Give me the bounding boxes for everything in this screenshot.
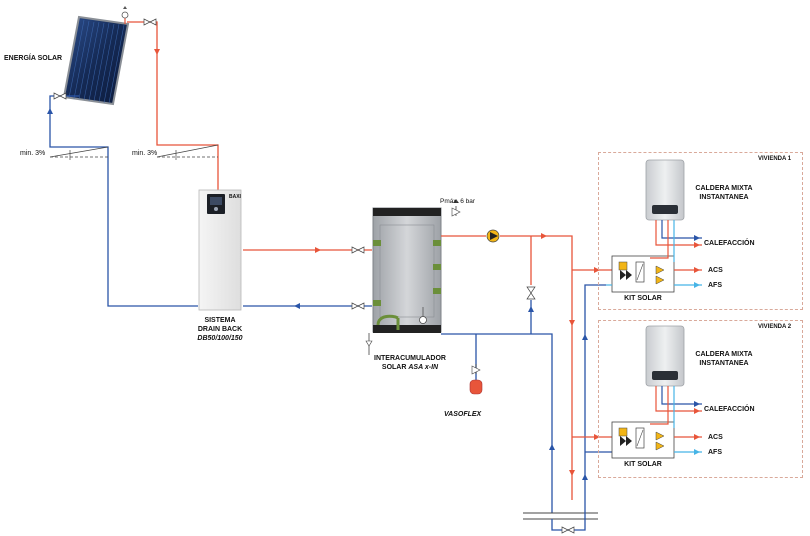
dhw-riser-hot (500, 235, 573, 500)
expansion-vessel (469, 364, 483, 395)
dwelling-2-zone (598, 320, 803, 478)
air-vent-icon (121, 6, 129, 24)
solar-energy-label: ENERGÍA SOLAR (4, 55, 63, 62)
drain-valve-icon (365, 333, 373, 355)
solar-kit-label-2: KIT SOLAR (624, 461, 662, 468)
heating-label-2: CALEFACCIÓN (704, 406, 755, 413)
cold-water-label-1: AFS (708, 282, 722, 289)
solar-storage-tank (372, 207, 442, 333)
boiler-2-label-line1: CALDERA MIXTA (695, 351, 753, 358)
dwelling-1-title: VIVIENDA 1 (758, 156, 792, 162)
storage-tank-label-prefix: SOLAR (381, 364, 409, 371)
dhw-label-1: ACS (708, 267, 723, 274)
storage-tank-label: INTERACUMULADOR SOLAR ASA x-IN (360, 354, 460, 372)
boiler-2-label-line2: INSTANTANEA (699, 360, 749, 367)
boiler-1-label: CALDERA MIXTA INSTANTANEA (684, 184, 764, 202)
valve-icon (351, 246, 365, 254)
slope-label-right: min. 3% (132, 150, 158, 157)
flow-arrow-icon (47, 108, 53, 114)
valve-icon (143, 18, 157, 26)
dhw-riser-return (441, 333, 553, 513)
storage-tank-label-line1: INTERACUMULADOR (374, 355, 446, 362)
check-valve-icon (526, 286, 536, 300)
solar-kit-dwelling-1 (611, 255, 675, 293)
circulator-pump-icon (486, 229, 500, 243)
dhw-label-2: ACS (708, 434, 723, 441)
expansion-vessel-label: VASOFLEX (444, 411, 482, 418)
drain-back-label-line3: DB50/100/150 (197, 335, 243, 342)
slope-label-left: min. 3% (20, 150, 46, 157)
solar-panel (62, 15, 130, 106)
brand-logo: BAXI (229, 194, 241, 200)
solar-flow-pipe (127, 21, 219, 190)
storage-tank-label-model: ASA x-IN (408, 364, 439, 371)
boiler-dwelling-2 (645, 325, 685, 387)
solar-kit-label-1: KIT SOLAR (624, 295, 662, 302)
dwelling-2-title: VIVIENDA 2 (758, 324, 792, 330)
boiler-dwelling-1 (645, 159, 685, 221)
cold-water-label-2: AFS (708, 449, 722, 456)
drain-back-label: SISTEMA DRAIN BACK DB50/100/150 (180, 316, 260, 343)
drain-back-label-line2: DRAIN BACK (197, 326, 243, 333)
drain-back-label-line1: SISTEMA (204, 317, 236, 324)
boiler-1-label-line2: INSTANTANEA (699, 194, 749, 201)
drain-back-unit (198, 189, 242, 311)
dwelling-1-zone (598, 152, 803, 310)
flow-arrow-icon (154, 49, 160, 55)
heating-label-1: CALEFACCIÓN (704, 240, 755, 247)
valve-icon (561, 526, 575, 534)
solar-kit-dwelling-2 (611, 421, 675, 459)
boiler-1-label-line1: CALDERA MIXTA (695, 185, 753, 192)
valve-icon (351, 302, 365, 310)
solar-return-pipe (49, 95, 198, 307)
valve-icon (53, 92, 67, 100)
boiler-2-label: CALDERA MIXTA INSTANTANEA (684, 350, 764, 368)
safety-valve-icon (451, 199, 461, 217)
max-pressure-label: Pmáx. 6 bar (440, 198, 476, 205)
